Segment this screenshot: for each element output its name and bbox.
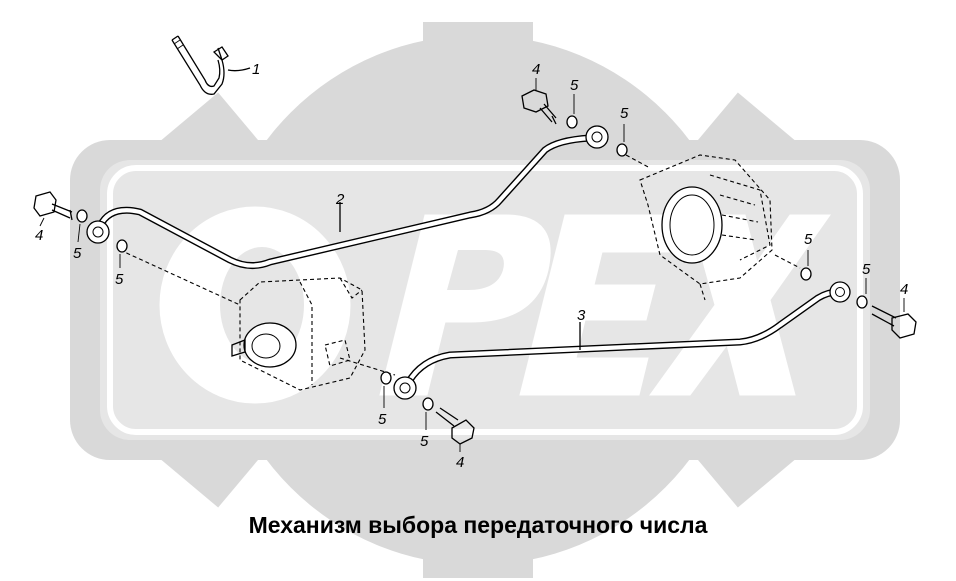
callout-3: 3 xyxy=(577,307,586,324)
bolt-left xyxy=(33,191,73,221)
part-1-clamp xyxy=(171,35,251,95)
bolt-top xyxy=(521,89,557,125)
callout-1: 1 xyxy=(252,61,260,78)
right-housing xyxy=(625,154,801,301)
callout-4-left: 4 xyxy=(35,227,43,244)
callout-5-b: 5 xyxy=(115,271,124,288)
callout-5-f: 5 xyxy=(420,433,429,450)
watermark-letters xyxy=(159,206,831,404)
callout-4-top: 4 xyxy=(532,61,540,78)
callout-5-h: 5 xyxy=(862,261,871,278)
callout-4-bottom: 4 xyxy=(456,454,464,471)
callout-labels: 1 2 3 4 4 4 4 5 5 5 5 5 5 5 5 xyxy=(35,61,908,471)
left-housing xyxy=(119,249,396,391)
callout-5-c: 5 xyxy=(570,77,579,94)
callout-5-e: 5 xyxy=(378,411,387,428)
part-2-tube xyxy=(86,125,609,269)
washers xyxy=(76,115,868,411)
callout-5-g: 5 xyxy=(804,231,813,248)
callout-2: 2 xyxy=(335,191,345,208)
leader-lines xyxy=(39,78,905,452)
diagram-title: Механизм выбора передаточного числа xyxy=(248,512,708,538)
part-3-tube xyxy=(393,281,851,400)
bolt-bottom xyxy=(435,407,475,445)
bolt-right xyxy=(871,305,917,339)
callout-5-a: 5 xyxy=(73,245,82,262)
callout-5-d: 5 xyxy=(620,105,629,122)
callout-4-right: 4 xyxy=(900,281,908,298)
